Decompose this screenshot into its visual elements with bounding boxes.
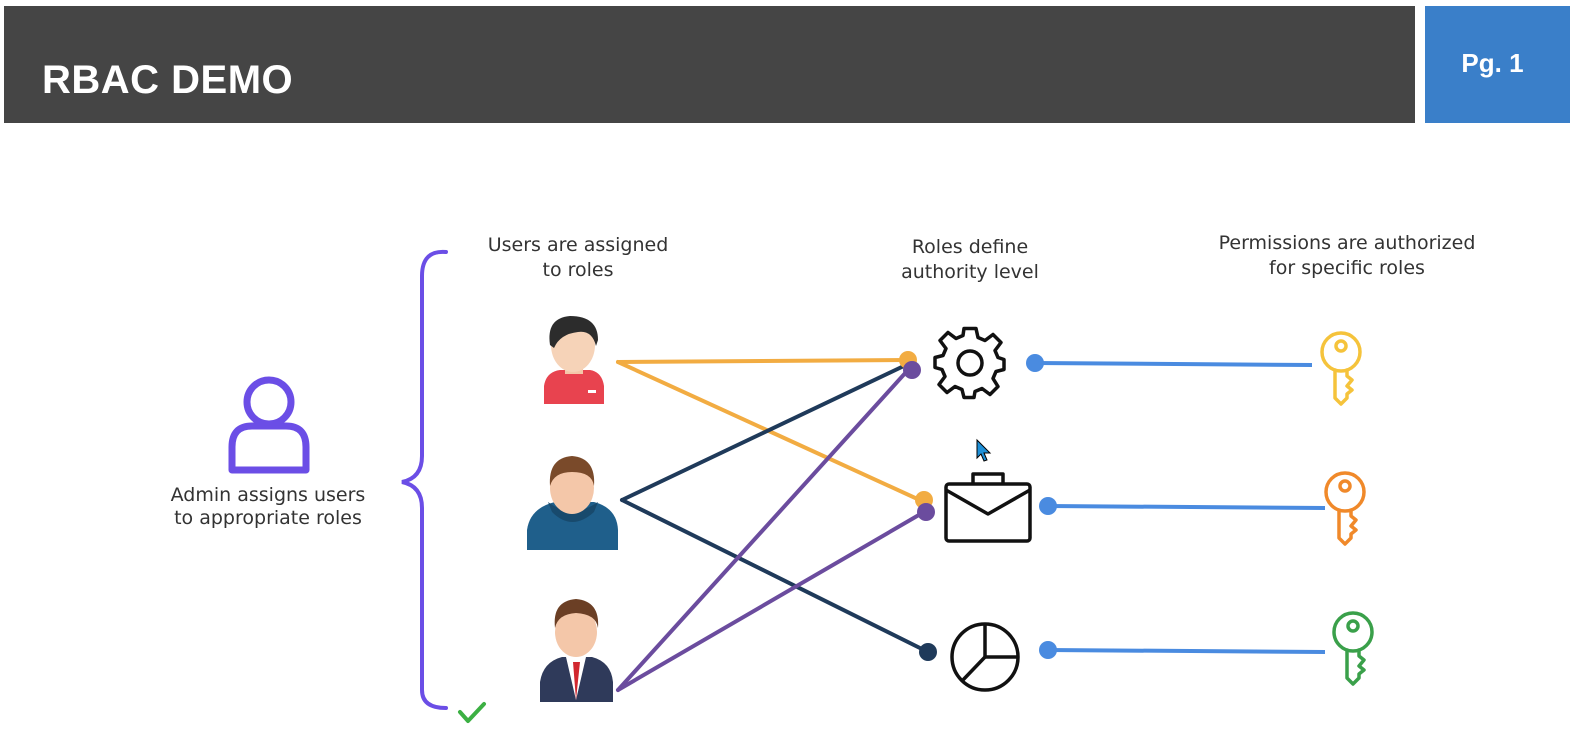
user-business-suit-icon [540, 599, 613, 702]
pie-chart-icon [950, 622, 1020, 692]
gear-icon [933, 326, 1006, 400]
page-number-label: Pg. 1 [1461, 48, 1524, 78]
permission-link-dots [1026, 354, 1057, 659]
permission-links [1034, 361, 1326, 654]
assignment-line-user1-role1 [616, 358, 910, 364]
assignment-line-user2-role3 [620, 498, 930, 654]
roles-header-line-2: authority level [901, 261, 1039, 283]
roles-header-line-1: Roles define [912, 236, 1028, 258]
header-bar: RBAC DEMO [4, 6, 1415, 123]
key-icon-orange [1324, 471, 1366, 546]
assignment-line-user2-role1 [620, 362, 910, 502]
permissions-header-line-1: Permissions are authorized [1219, 232, 1476, 254]
users-header-line-1: Users are assigned [488, 234, 669, 256]
user-blue-hoodie-icon [527, 456, 618, 550]
assignment-line-user3-role2 [616, 510, 926, 692]
admin-user-icon [228, 376, 310, 474]
admin-caption-line-2: to appropriate roles [174, 507, 362, 529]
check-icon [458, 702, 486, 723]
user-red-shirt-icon [544, 316, 604, 404]
key-icon-yellow [1320, 331, 1362, 406]
page-number-badge: Pg. 1 [1425, 6, 1570, 123]
grouping-brace [401, 249, 448, 710]
assignment-lines [616, 358, 930, 692]
assignment-line-user3-role1 [616, 368, 910, 692]
page-title: RBAC DEMO [42, 58, 294, 102]
admin-caption-line-1: Admin assigns users [171, 484, 366, 506]
permissions-header-line-2: for specific roles [1269, 257, 1425, 279]
assignment-line-user1-role2 [616, 360, 926, 504]
briefcase-icon [944, 472, 1032, 543]
mouse-cursor-icon [976, 438, 992, 462]
users-header-line-2: to roles [543, 259, 614, 281]
role-connector-dots [899, 351, 937, 661]
key-icon-green [1332, 611, 1374, 686]
